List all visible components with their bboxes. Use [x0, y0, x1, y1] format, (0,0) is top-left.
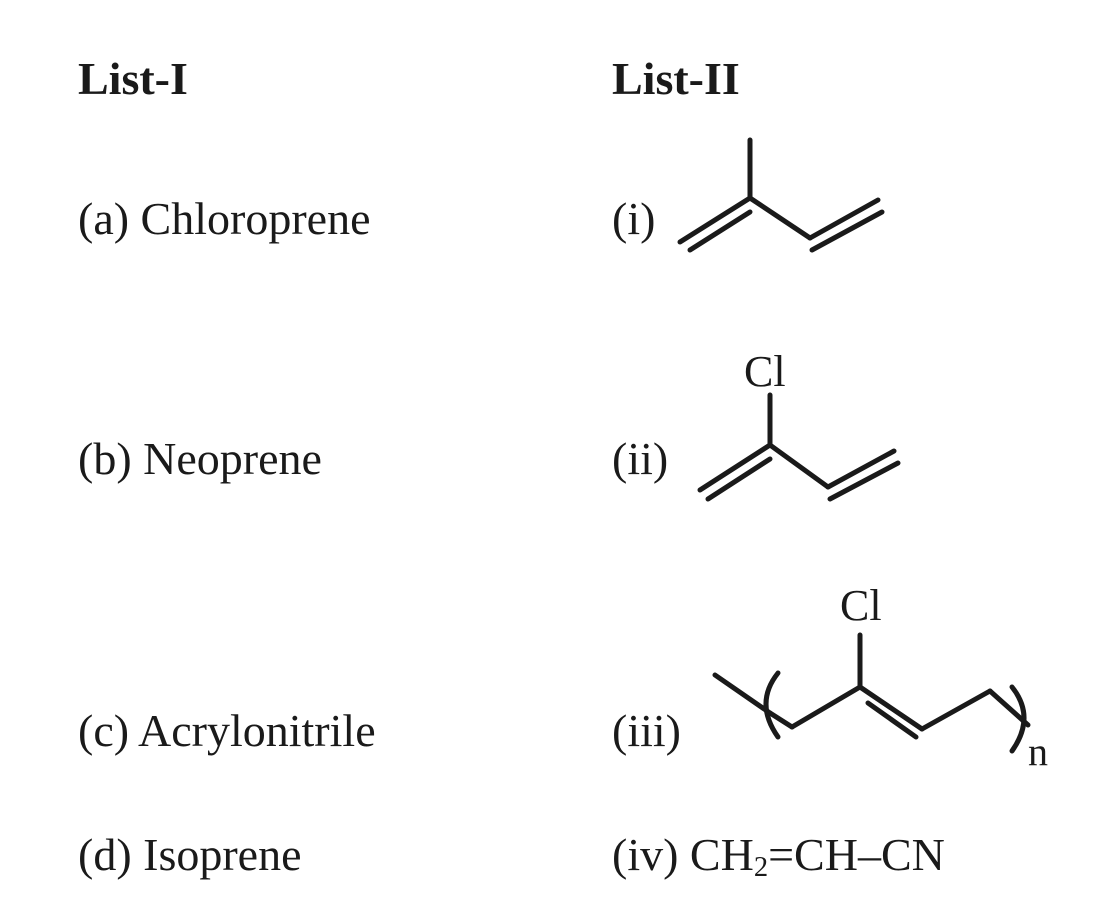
- list-2-item-iii-label: (iii): [612, 705, 681, 756]
- chloroprene-structure: [697, 392, 901, 502]
- isoprene-structure: [677, 137, 885, 253]
- list-1-item-b: (b) Neoprene: [78, 433, 322, 484]
- list-1-heading: List-I: [78, 53, 188, 104]
- chlorine-label-ii: Cl: [744, 347, 786, 396]
- list-2-heading: List-II: [612, 53, 740, 104]
- list-1-item-a: (a) Chloroprene: [78, 193, 371, 244]
- list-2-item-i-label: (i): [612, 193, 656, 244]
- repeat-unit-n: n: [1028, 729, 1048, 774]
- list-2-item-ii-label: (ii): [612, 433, 669, 484]
- neoprene-structure: [712, 632, 1031, 754]
- list-2-item-iv: (iv) CH2=CH–CN: [612, 829, 945, 884]
- list-2-item-iv-label: (iv): [612, 829, 679, 880]
- acrylonitrile-formula: CH2=CH–CN: [689, 829, 945, 884]
- list-1-item-c: (c) Acrylonitrile: [78, 705, 376, 756]
- chlorine-label-iii: Cl: [840, 581, 882, 630]
- list-1-item-d: (d) Isoprene: [78, 829, 302, 880]
